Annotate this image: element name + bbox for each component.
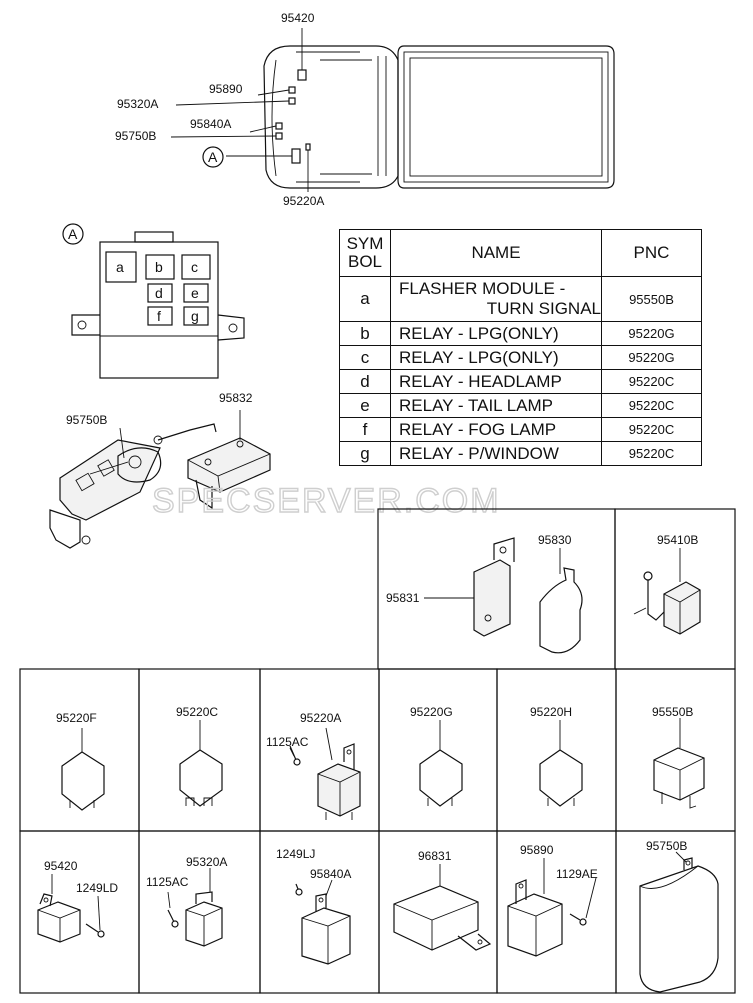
cell-pnc: 95220G — [601, 345, 702, 370]
cell-symbol: d — [339, 369, 391, 394]
label-1125AC-r2: 1125AC — [146, 875, 189, 889]
part-95550B: 95550B — [652, 705, 705, 809]
part-95840A-bottom: 1249LJ 95840A — [276, 847, 351, 965]
label-95220C: 95220C — [176, 705, 218, 719]
label-1249LD: 1249LD — [76, 881, 118, 895]
cell-name: RELAY - HEADLAMP — [390, 369, 602, 394]
cell-symbol: c — [339, 345, 391, 370]
callout-a-circle-detail — [62, 223, 84, 245]
table-row: a FLASHER MODULE - TURN SIGNAL 95550B — [339, 276, 702, 322]
label-1125AC-r1: 1125AC — [266, 735, 309, 749]
label-95410B: 95410B — [657, 533, 698, 547]
parts-grid — [19, 508, 736, 994]
label-95750B-mid: 95750B — [66, 413, 107, 427]
part-95220H: 95220H — [530, 705, 583, 807]
header-name: NAME — [390, 229, 602, 277]
cell-symbol: b — [339, 321, 391, 346]
cell-symbol: g — [339, 441, 391, 466]
cell-pnc: 95220G — [601, 321, 702, 346]
label-95420-bottom: 95420 — [44, 859, 78, 873]
table-row: d RELAY - HEADLAMP 95220C — [339, 369, 702, 394]
label-95220G: 95220G — [410, 705, 453, 719]
label-95840A-top: 95840A — [190, 117, 231, 131]
table-row: b RELAY - LPG(ONLY) 95220G — [339, 321, 702, 346]
part-95420-bottom: 95420 1249LD — [37, 859, 118, 943]
label-95550B: 95550B — [652, 705, 693, 719]
part-95890-bottom: 95890 1129AE — [507, 843, 598, 957]
cell-symbol: e — [339, 393, 391, 418]
cell-pnc: 95220C — [601, 441, 702, 466]
part-95320A-bottom: 95320A 1125AC — [146, 855, 227, 947]
bracket-assembly: 95750B 95832 — [49, 391, 271, 549]
header-pnc: PNC — [601, 229, 702, 277]
callout-a-detail: A — [68, 226, 78, 242]
cell-pnc: 95550B — [601, 276, 702, 322]
cell-symbol: a — [339, 276, 391, 322]
table-row: c RELAY - LPG(ONLY) 95220G — [339, 345, 702, 370]
header-symbol-line2: BOL — [347, 252, 383, 271]
cell-name: RELAY - LPG(ONLY) — [390, 321, 602, 346]
label-95750B-bottom: 95750B — [646, 839, 687, 853]
cell-name: RELAY - LPG(ONLY) — [390, 345, 602, 370]
label-95840A-bottom: 95840A — [310, 867, 351, 881]
table-row: e RELAY - TAIL LAMP 95220C — [339, 393, 702, 418]
label-95220H: 95220H — [530, 705, 572, 719]
label-95220A-top: 95220A — [283, 194, 324, 208]
cell-pnc: 95220C — [601, 369, 702, 394]
label-95320A-top: 95320A — [117, 97, 158, 111]
table-row: g RELAY - P/WINDOW 95220C — [339, 441, 702, 466]
cell-b: b — [155, 259, 163, 275]
header-symbol: SYM BOL — [339, 229, 391, 277]
cell-name-line1: FLASHER MODULE - — [399, 279, 566, 298]
cell-e: e — [191, 285, 199, 301]
part-95750B-bottom: 95750B — [639, 839, 719, 993]
cell-a: a — [116, 259, 124, 275]
label-95220F: 95220F — [56, 711, 97, 725]
label-95890-bottom: 95890 — [520, 843, 554, 857]
label-95832-mid: 95832 — [219, 391, 253, 405]
symbol-table: SYM BOL NAME PNC a FLASHER MODULE - TURN… — [339, 229, 702, 466]
label-95320A-bottom: 95320A — [186, 855, 227, 869]
cell-name: RELAY - FOG LAMP — [390, 417, 602, 442]
label-95831: 95831 — [386, 591, 420, 605]
vehicle-top-view: 95420 95890 95320A 95840A 95750B 95220A … — [115, 11, 615, 208]
cell-name: RELAY - P/WINDOW — [390, 441, 602, 466]
part-95830: 95830 — [538, 533, 583, 654]
label-95830: 95830 — [538, 533, 572, 547]
header-symbol-line1: SYM — [346, 234, 384, 253]
cell-pnc: 95220C — [601, 393, 702, 418]
part-95410B: 95410B — [633, 533, 701, 635]
callout-a-circle-top — [202, 146, 224, 168]
label-1249LJ: 1249LJ — [276, 847, 315, 861]
cell-f: f — [157, 308, 161, 324]
cell-name: FLASHER MODULE - TURN SIGNAL — [390, 276, 602, 322]
part-95220A: 95220A 1125AC — [266, 711, 361, 820]
label-1129AE: 1129AE — [556, 867, 598, 881]
cell-name-line2: TURN SIGNAL — [486, 299, 601, 318]
cell-c: c — [191, 259, 198, 275]
part-95220G: 95220G — [410, 705, 463, 807]
cell-name: RELAY - TAIL LAMP — [390, 393, 602, 418]
cell-d: d — [155, 285, 163, 301]
watermark: SPECSERVER.COM — [152, 482, 501, 520]
part-95220F: 95220F — [56, 711, 105, 811]
relay-box-detail: A a b c d e f g — [62, 223, 245, 379]
callout-a-top: A — [208, 149, 218, 165]
part-95831: 95831 — [386, 537, 515, 637]
label-96831: 96831 — [418, 849, 452, 863]
cell-symbol: f — [339, 417, 391, 442]
label-95890-top: 95890 — [209, 82, 243, 96]
label-95220A: 95220A — [300, 711, 341, 725]
cell-pnc: 95220C — [601, 417, 702, 442]
table-header-row: SYM BOL NAME PNC — [339, 229, 702, 277]
cell-g: g — [191, 308, 199, 324]
part-95220C: 95220C — [176, 705, 223, 807]
part-96831: 96831 — [393, 849, 492, 951]
label-95420-top: 95420 — [281, 11, 315, 25]
table-row: f RELAY - FOG LAMP 95220C — [339, 417, 702, 442]
label-95750B-top: 95750B — [115, 129, 156, 143]
